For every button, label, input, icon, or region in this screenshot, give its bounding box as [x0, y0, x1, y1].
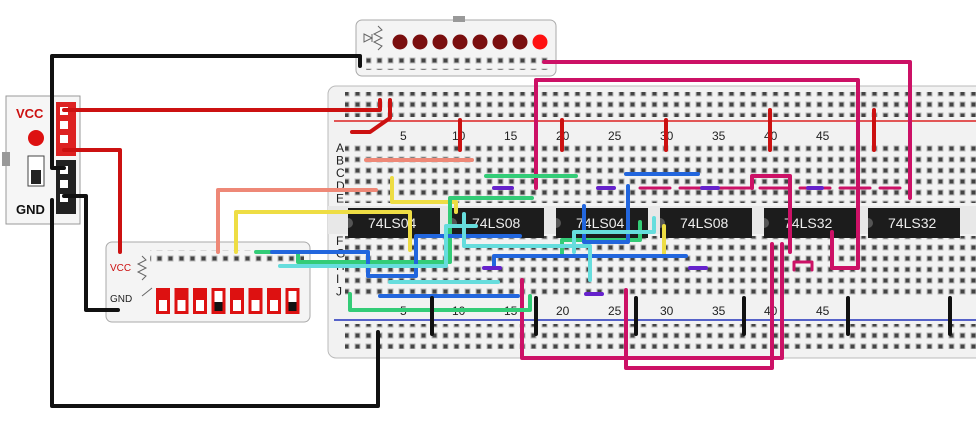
wire-red-rail-jump [350, 98, 392, 134]
led-icon [452, 34, 468, 50]
dip-switch[interactable] [211, 288, 226, 314]
wire-yellow-2 [390, 176, 458, 214]
resistor-icon [136, 255, 148, 281]
row-label: J [336, 284, 342, 298]
dip-switch[interactable] [248, 288, 263, 314]
switch-vcc-label: VCC [110, 263, 131, 274]
column-number: 35 [712, 129, 726, 143]
wire-red-vcc-switch [62, 148, 122, 254]
wires [50, 54, 952, 408]
led-icon [472, 34, 488, 50]
led-icon [412, 34, 428, 50]
row-label: C [336, 166, 345, 180]
ic-chip: 74LS32 [868, 208, 960, 238]
power-module: VCC GND [2, 95, 81, 225]
column-number: 20 [556, 304, 570, 318]
ic-chip-label: 74LS32 [784, 215, 832, 231]
top-power-rail [345, 92, 976, 117]
power-gnd-label: GND [16, 202, 45, 217]
diode-icon [363, 33, 374, 43]
wire-magenta-3 [750, 174, 792, 254]
wire-cyan-2 [572, 216, 656, 254]
column-number: 25 [608, 304, 622, 318]
dip-switches [156, 288, 300, 314]
column-number: 25 [608, 129, 622, 143]
ic-chip-label: 74LS08 [680, 215, 728, 231]
row-label: B [336, 154, 344, 168]
wire-magenta-led-2 [534, 78, 860, 270]
led-module [355, 16, 557, 77]
wire-blue-3 [492, 254, 688, 268]
column-number: 35 [712, 304, 726, 318]
wire-magenta-led-1 [542, 60, 912, 200]
led-lit-icon [532, 34, 548, 50]
row-label: A [336, 141, 344, 155]
switch-gnd-label: GND [110, 294, 132, 305]
column-number: 5 [400, 129, 407, 143]
wire-black-gnd-led [50, 54, 362, 170]
wire-salmon-1 [216, 188, 378, 254]
wire-blue-5 [582, 184, 630, 244]
bottom-power-rail [345, 324, 976, 349]
wire-cyan-3 [462, 212, 592, 282]
dip-switch[interactable] [285, 288, 300, 314]
wire-black-gnd-switch [62, 194, 120, 312]
dip-switch[interactable] [267, 288, 281, 314]
ic-chip: 74LS08 [452, 208, 544, 238]
wire-green-4 [348, 292, 532, 312]
ic-chip-label: 74LS04 [368, 215, 416, 231]
wire-magenta-5 [624, 242, 774, 370]
wire-magenta-4 [520, 242, 784, 360]
row-label: I [336, 272, 339, 286]
ic-chip-label: 74LS08 [472, 215, 520, 231]
row-label: E [336, 191, 344, 205]
power-led-icon [28, 130, 44, 146]
led-row [392, 34, 548, 50]
ic-chip: 74LS32 [764, 208, 856, 238]
switch-module: VCC GND [105, 241, 311, 323]
column-number: 30 [660, 304, 674, 318]
ic-chip-label: 74LS32 [888, 215, 936, 231]
column-number: 45 [816, 304, 830, 318]
switch-icon [141, 287, 153, 297]
ic-chip-label: 74LS04 [576, 215, 624, 231]
dip-switch[interactable] [174, 288, 189, 314]
led-icon [392, 34, 408, 50]
wire-black-gnd-bottom-rail [50, 198, 380, 408]
row-label: F [336, 234, 343, 248]
dip-switch[interactable] [230, 288, 244, 314]
led-icon [512, 34, 528, 50]
ic-chip: 74LS08 [660, 208, 752, 238]
wire-red-vcc-top [62, 98, 382, 112]
dip-switch[interactable] [193, 288, 207, 314]
led-icon [432, 34, 448, 50]
led-icon [492, 34, 508, 50]
wire-yellow-1 [234, 210, 412, 254]
row-label: D [336, 179, 345, 193]
wire-magenta-7 [792, 260, 814, 272]
dip-switch[interactable] [156, 288, 170, 314]
wire-blue-1 [270, 234, 522, 278]
resistor-icon [372, 25, 384, 51]
power-vcc-label: VCC [16, 106, 44, 121]
wire-cyan-1 [278, 224, 478, 268]
column-number: 15 [504, 129, 518, 143]
column-number: 45 [816, 129, 830, 143]
